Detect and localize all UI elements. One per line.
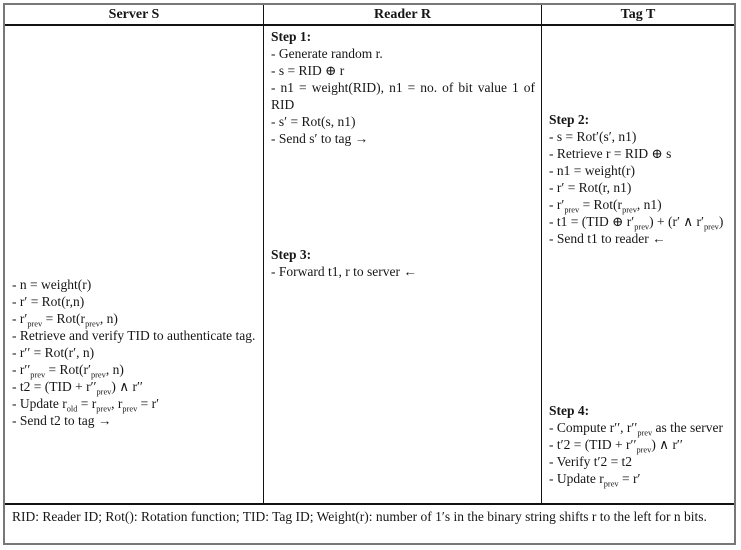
protocol-line: - Compute r′′, r′′prev as the server bbox=[549, 420, 724, 438]
step-title: Step 2: bbox=[549, 112, 590, 127]
step-block: Step 3: - Forward t1, r to server ← bbox=[271, 246, 535, 280]
table-header-row: Server S Reader R Tag T bbox=[5, 5, 734, 26]
protocol-line: - r′′ = Rot(r′, n) bbox=[12, 345, 95, 360]
server-column: - n = weight(r) - r′ = Rot(r,n) - r′prev =… bbox=[5, 26, 263, 503]
step-block: Step 4: - Compute r′′, r′′prev as the ser… bbox=[549, 402, 728, 489]
tag-column: Step 2: - s = Rot′(s′, n1) - Retrieve r = … bbox=[541, 26, 734, 503]
step-title: Step 4: bbox=[549, 403, 590, 418]
protocol-line: - Send t1 to reader ← bbox=[549, 231, 666, 246]
protocol-line: - r′ = Rot(r, n1) bbox=[549, 180, 632, 195]
step-block: Step 1: - Generate random r. - s = RID ⊕ r… bbox=[271, 28, 535, 147]
protocol-table: Server S Reader R Tag T - n = weight(r)-… bbox=[3, 3, 736, 545]
protocol-line: - Send t2 to tag → bbox=[12, 413, 112, 428]
column-header-server: Server S bbox=[108, 7, 160, 22]
protocol-line: - t′2 = (TID + r′′prev) ∧ r′′ bbox=[549, 437, 683, 455]
column-header-reader: Reader R bbox=[263, 5, 541, 24]
step-title: Step 1: bbox=[271, 29, 312, 44]
reader-column: Step 1: - Generate random r. - s = RID ⊕ r… bbox=[263, 26, 541, 503]
protocol-line: - r′prev = Rot(rprev, n) bbox=[12, 311, 118, 329]
step-block: Step 2: - s = Rot′(s′, n1) - Retrieve r = … bbox=[549, 111, 728, 247]
step-block: - n = weight(r) - r′ = Rot(r,n) - r′prev =… bbox=[12, 276, 257, 429]
protocol-line: - Send s′ to tag → bbox=[271, 131, 369, 146]
protocol-line: - Update rold = rprev, rprev = r′ bbox=[12, 396, 160, 414]
protocol-line: - s = RID ⊕ r bbox=[271, 63, 345, 78]
protocol-line: - Retrieve r = RID ⊕ s bbox=[549, 146, 672, 161]
protocol-line: - r′ = Rot(r,n) bbox=[12, 294, 85, 309]
protocol-line: - n = weight(r) bbox=[12, 277, 92, 292]
protocol-line: - t1 = (TID ⊕ r′prev) + (r′ ∧ r′prev) bbox=[549, 214, 724, 232]
protocol-line: - Forward t1, r to server ← bbox=[271, 264, 417, 279]
protocol-line: - s = Rot′(s′, n1) bbox=[549, 129, 637, 144]
protocol-line: - Retrieve and verify TID to authenticat… bbox=[12, 328, 256, 343]
protocol-line: - n1 = weight(r) bbox=[549, 163, 635, 178]
step-title: Step 3: bbox=[271, 247, 312, 262]
protocol-line: - s′ = Rot(s, n1) bbox=[271, 114, 356, 129]
table-footnote: RID: Reader ID; Rot(): Rotation function… bbox=[5, 503, 734, 543]
protocol-line: - r′prev = Rot(rprev, n1) bbox=[549, 197, 662, 215]
protocol-line: - Generate random r. bbox=[271, 46, 383, 61]
protocol-line: - r′′prev = Rot(r′prev, n) bbox=[12, 362, 124, 380]
protocol-line: - Update rprev = r′ bbox=[549, 471, 641, 489]
column-header-tag: Tag T bbox=[541, 5, 734, 24]
protocol-line: - n1 = weight(RID), n1 = no. of bit valu… bbox=[271, 80, 535, 112]
protocol-line: - t2 = (TID + r′′prev) ∧ r′′ bbox=[12, 379, 143, 397]
protocol-line: - Verify t′2 = t2 bbox=[549, 454, 633, 469]
table-body-row: - n = weight(r) - r′ = Rot(r,n) - r′prev =… bbox=[5, 26, 734, 503]
